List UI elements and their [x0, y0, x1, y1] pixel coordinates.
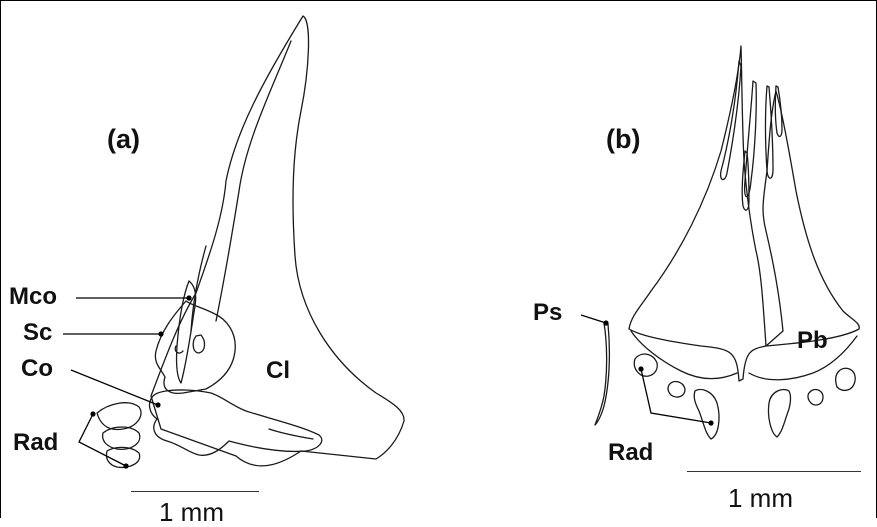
panel-b-drawing [581, 46, 859, 439]
label-mco: Mco [9, 285, 57, 309]
label-sc: Sc [23, 321, 52, 345]
radial-b-6 [836, 368, 856, 390]
leader-sc-dot [158, 331, 163, 336]
label-rad-a: Rad [13, 431, 58, 455]
mesocoracoid-outline [176, 281, 195, 383]
panel-a-drawing [63, 16, 404, 469]
leader-co [71, 370, 158, 405]
cleithrum-inner-curve [216, 41, 291, 321]
scapula-outline [155, 301, 235, 393]
radial-b-1 [634, 354, 657, 376]
radial-b-3 [694, 390, 719, 440]
pelvic-rod-1 [721, 61, 741, 180]
leader-ps [581, 315, 606, 323]
pelvic-rod-2 [745, 81, 757, 197]
leader-rad-b-dot-1 [638, 366, 643, 371]
radial-1 [97, 403, 141, 430]
leader-ps-dot [603, 320, 608, 325]
leader-co-dot [155, 402, 160, 407]
scale-label-a: 1 mm [159, 499, 224, 525]
cleithrum-outline [151, 16, 404, 466]
leader-rad-b-dot-2 [708, 420, 713, 425]
leader-rad-a-dot-2 [123, 463, 128, 468]
leader-rad-a-dot-1 [90, 411, 95, 416]
scale-label-b: 1 mm [728, 485, 793, 511]
radial-b-2 [668, 382, 685, 397]
panel-a-letter: (a) [107, 126, 140, 153]
leader-mco-dot [186, 295, 191, 300]
pelvic-rod-3 [766, 86, 774, 178]
postcleithrum-outline [595, 323, 609, 425]
radial-b-4 [768, 390, 790, 438]
label-cl: Cl [266, 359, 290, 383]
label-co: Co [21, 357, 53, 381]
panel-b-letter: (b) [606, 126, 640, 153]
radial-b-5 [808, 390, 823, 405]
radial-2 [103, 427, 140, 449]
label-ps: Ps [533, 301, 562, 325]
coracoid-outline [150, 390, 322, 455]
scale-bar-b [687, 471, 861, 472]
leader-rad-a [79, 414, 126, 466]
scale-bar-a [131, 491, 259, 492]
label-pb: Pb [797, 329, 828, 353]
scapula-foramen [193, 335, 204, 353]
coracoid-process [269, 429, 313, 439]
label-rad-b: Rad [608, 441, 653, 465]
